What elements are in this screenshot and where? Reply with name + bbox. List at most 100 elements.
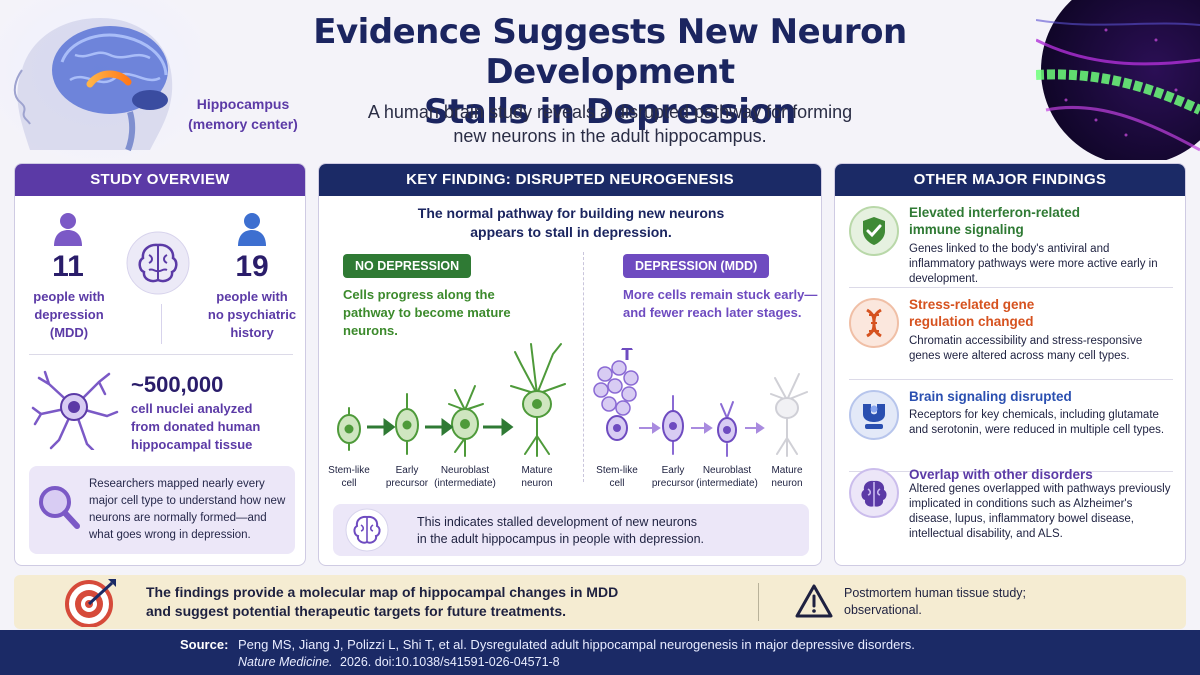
finding-body-signaling: Receptors for key chemicals, including g…: [909, 409, 1165, 436]
finding-body-stress: Chromatin accessibility and stress-respo…: [909, 335, 1143, 362]
stalled-pathway-diagram: [591, 340, 817, 469]
page-title: Evidence Suggests New Neuron Development…: [190, 12, 1030, 132]
key-finding-note: This indicates stalled development of ne…: [333, 504, 809, 556]
stage-label-neuroblast-line1: Neuroblast: [440, 465, 490, 476]
other-findings-panel: OTHER MAJOR FINDINGS Elevated interferon…: [834, 163, 1186, 566]
stage-label-stem-line2: cell: [341, 478, 357, 489]
key-finding-lead-line2: appears to stall in depression.: [470, 224, 672, 240]
hippocampus-label-line2: (memory center): [188, 116, 298, 132]
stage-label-early-mdd-line1: Early: [661, 465, 685, 476]
overview-separator: [29, 354, 293, 355]
key-finding-note-line1: This indicates stalled development of ne…: [417, 515, 698, 529]
finding-title-overlap: Overlap with other disorders: [909, 466, 1169, 483]
person-icon-control: [237, 212, 267, 251]
brain-icon: [125, 230, 191, 301]
brain-illustration: [0, 0, 200, 160]
stage-label-neuroblast-mdd-line2: (intermediate): [696, 478, 758, 489]
no-depression-pill: NO DEPRESSION: [343, 254, 472, 278]
overview-divider: [161, 304, 162, 344]
overview-note: Researchers mapped nearly every major ce…: [29, 466, 295, 554]
stage-label-neuroblast-mdd-line1: Neuroblast: [702, 465, 752, 476]
study-type-note-line1: Postmortem human tissue study;: [844, 586, 1027, 600]
conclusion-line2: and suggest potential therapeutic target…: [146, 603, 567, 619]
finding-title-stress: Stress-related gene regulation changed: [909, 296, 1169, 330]
finding-title-stress-line2: regulation changed: [909, 314, 1034, 329]
page-subtitle-line2: new neurons in the adult hippocampus.: [453, 126, 767, 146]
stage-label-early: Early precursor: [367, 464, 447, 490]
finding-item-interferon: Elevated interferon-related immune signa…: [849, 200, 1173, 288]
depression-label-line1: people with: [33, 289, 105, 304]
control-label-line1: people with: [216, 289, 288, 304]
cells-label-line1: cell nuclei analyzed: [131, 401, 253, 416]
finding-body-interferon: Genes linked to the body's antiviral and…: [909, 243, 1158, 285]
control-label: people with no psychiatric history: [199, 288, 305, 342]
conclusion-text: The findings provide a molecular map of …: [146, 583, 706, 621]
key-finding-note-text: This indicates stalled development of ne…: [417, 514, 777, 548]
cells-count: ~500,000: [131, 372, 224, 397]
finding-title-signaling-line1: Brain signaling disrupted: [909, 389, 1072, 404]
finding-title-stress-line1: Stress-related gene: [909, 297, 1035, 312]
finding-title-interferon-line2: immune signaling: [909, 222, 1024, 237]
cells-label-line3: hippocampal tissue: [131, 437, 253, 452]
finding-title-interferon: Elevated interferon-related immune signa…: [909, 204, 1169, 238]
other-findings-heading: OTHER MAJOR FINDINGS: [835, 164, 1185, 196]
stage-label-stem-mdd-line1: Stem-like: [596, 465, 638, 476]
stage-label-mature-mdd-line1: Mature: [771, 465, 803, 476]
finding-item-stress: Stress-related gene regulation changed C…: [849, 292, 1173, 380]
depression-description: More cells remain stuck early—and fewer …: [623, 287, 818, 320]
stage-label-stem: Stem-like cell: [319, 464, 389, 490]
stage-label-early-line2: precursor: [385, 478, 429, 489]
stage-label-early-mdd-line2: precursor: [651, 478, 695, 489]
conclusion-banner: The findings provide a molecular map of …: [14, 575, 1186, 629]
stage-label-neuroblast: Neuroblast (intermediate): [425, 464, 505, 490]
page-title-line2: Stalls in Depression: [424, 92, 796, 132]
comparison-divider: [583, 252, 584, 482]
study-overview-panel: STUDY OVERVIEW 11 people with depression…: [14, 163, 306, 566]
source-label: Source:: [180, 637, 229, 652]
shield-check-icon: [849, 206, 899, 256]
stage-label-mature-mdd-line2: neuron: [771, 478, 803, 489]
key-finding-panel: KEY FINDING: DISRUPTED NEUROGENESIS The …: [318, 163, 822, 566]
depression-count: 11: [52, 250, 84, 283]
person-icon-depression: [53, 212, 83, 251]
microscopy-image: [1035, 0, 1200, 165]
stage-label-stem-line1: Stem-like: [328, 465, 370, 476]
source-citation-tail: 2026. doi:10.1038/s41591-026-04571-8: [340, 655, 560, 669]
source-footer: Source: Peng MS, Jiang J, Polizzi L, Shi…: [0, 630, 1200, 675]
brain-icon: [345, 508, 389, 557]
study-type-note: Postmortem human tissue study; observati…: [844, 585, 1084, 619]
key-finding-note-line2: in the adult hippocampus in people with …: [417, 532, 704, 546]
finding-title-overlap-line1: Overlap with other disorders: [909, 467, 1093, 482]
banner-divider: [758, 583, 759, 621]
study-type-note-line2: observational.: [844, 603, 922, 617]
brain-icon: [849, 468, 899, 518]
stage-label-mature: Mature neuron: [497, 464, 577, 490]
depression-label-line3: (MDD): [49, 325, 89, 340]
stage-label-neuroblast-mdd: Neuroblast (intermediate): [687, 464, 767, 490]
stage-label-stem-mdd-line2: cell: [609, 478, 625, 489]
stage-label-early-mdd: Early precursor: [633, 464, 713, 490]
warning-icon: [794, 583, 834, 624]
stage-label-stem-mdd: Stem-like cell: [577, 464, 657, 490]
key-finding-lead-line1: The normal pathway for building new neur…: [417, 205, 725, 221]
cells-label: cell nuclei analyzed from donated human …: [131, 400, 301, 454]
finding-item-overlap: Overlap with other disorders Altered gen…: [849, 462, 1173, 565]
page-subtitle-line1: A human brain study reveals a disrupted …: [367, 102, 853, 122]
stage-label-mature-mdd: Mature neuron: [747, 464, 821, 490]
depression-label-line2: depression: [34, 307, 104, 322]
conclusion-line1: The findings provide a molecular map of …: [146, 584, 619, 600]
key-finding-heading: KEY FINDING: DISRUPTED NEUROGENESIS: [319, 164, 821, 196]
finding-title-signaling: Brain signaling disrupted: [909, 388, 1169, 405]
depression-label: people with depression (MDD): [21, 288, 117, 342]
hippocampus-label: Hippocampus (memory center): [178, 94, 308, 134]
control-count: 19: [235, 250, 269, 283]
control-label-line2: no psychiatric: [207, 307, 297, 322]
finding-title-interferon-line1: Elevated interferon-related: [909, 205, 1081, 220]
finding-item-signaling: Brain signaling disrupted Receptors for …: [849, 384, 1173, 472]
no-depression-description: Cells progress along the pathway to beco…: [343, 287, 511, 338]
study-overview-heading: STUDY OVERVIEW: [15, 164, 305, 196]
receptor-icon: [849, 390, 899, 440]
stage-label-early-line1: Early: [395, 465, 419, 476]
source-journal: Nature Medicine.: [238, 655, 333, 669]
source-citation: Peng MS, Jiang J, Polizzi L, Shi T, et a…: [238, 637, 915, 652]
